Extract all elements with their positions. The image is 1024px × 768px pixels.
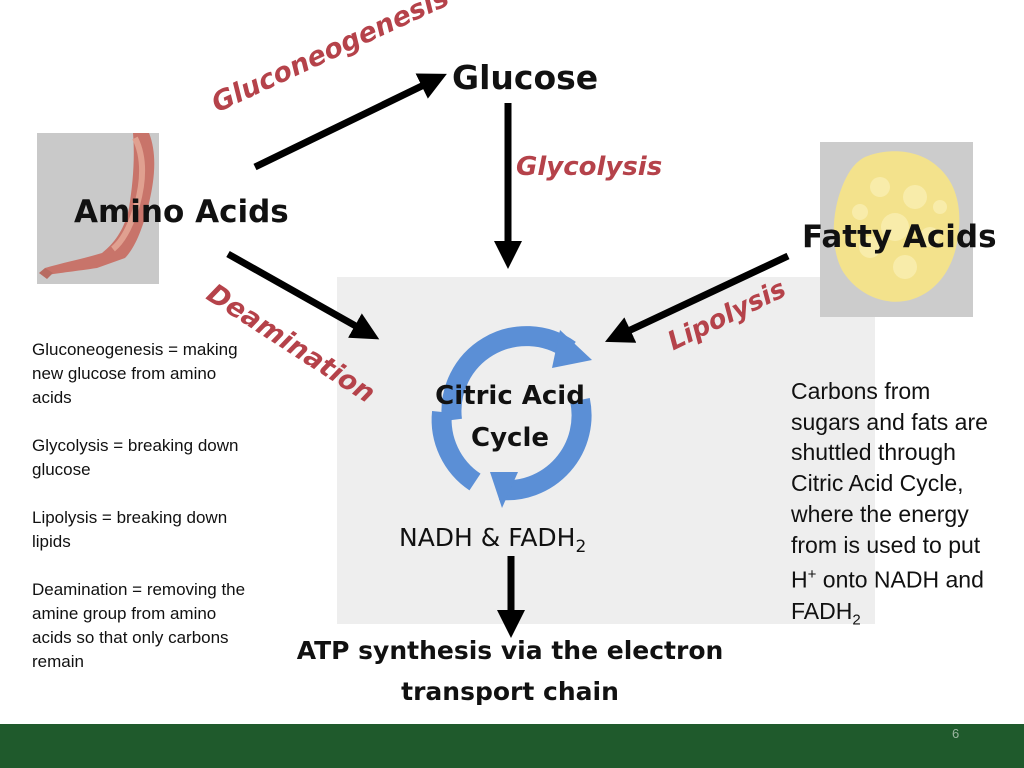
note-deamination: Deamination = removing the amine group f… bbox=[32, 580, 246, 671]
lipolysis-arrow bbox=[604, 252, 790, 343]
cycle-arrows-icon bbox=[431, 326, 592, 508]
atp-synthesis-label: ATP synthesis via the electron transport… bbox=[296, 636, 724, 706]
note-gluconeogenesis: Gluconeogenesis = making new glucose fro… bbox=[32, 340, 238, 407]
deamination-arrow bbox=[226, 250, 380, 340]
note-glycolysis: Glycolysis = breaking down glucose bbox=[32, 436, 239, 479]
citric-acid-cycle-label: Citric Acid Cycle bbox=[435, 381, 585, 453]
slide-number: 6 bbox=[952, 726, 960, 741]
amino-acids-label: Amino Acids bbox=[74, 194, 289, 230]
arm-muscle-image bbox=[37, 133, 159, 284]
fatty-acids-label: Fatty Acids bbox=[802, 219, 997, 255]
glucose-label: Glucose bbox=[452, 58, 599, 97]
note-lipolysis: Lipolysis = breaking down lipids bbox=[32, 508, 228, 551]
nadh-fadh2-label: NADH & FADH2 bbox=[399, 523, 587, 557]
glycolysis-label: Glycolysis bbox=[516, 152, 663, 182]
energy-explanation: Carbons from sugars and fats are shuttle… bbox=[791, 378, 988, 629]
footer-bar bbox=[0, 724, 1024, 768]
fat-tissue-image bbox=[820, 142, 973, 317]
definitions-notes: Gluconeogenesis = making new glucose fro… bbox=[32, 338, 254, 698]
gluconeogenesis-arrow bbox=[253, 73, 447, 171]
